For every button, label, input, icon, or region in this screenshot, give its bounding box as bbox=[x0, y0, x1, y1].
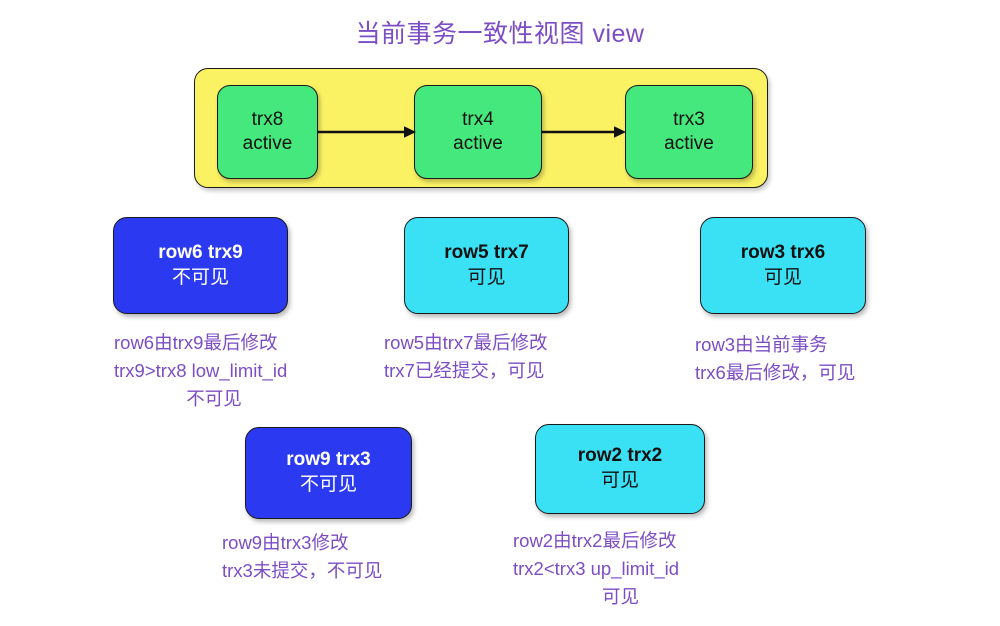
row-card-title: row9 trx3 bbox=[286, 449, 371, 471]
transaction-box-trx8: trx8 active bbox=[217, 85, 318, 179]
transaction-box-trx4: trx4 active bbox=[414, 85, 542, 179]
caption-line: 不可见 bbox=[186, 387, 242, 409]
row-card-row3: row3 trx6 可见 bbox=[700, 217, 866, 314]
row-card-visibility: 不可见 bbox=[171, 266, 229, 288]
caption-line: row3由当前事务 bbox=[695, 334, 828, 355]
caption-line: trx9>trx8 low_limit_id bbox=[114, 359, 288, 381]
transaction-id: trx4 bbox=[462, 108, 494, 130]
caption-line: row2由trx2最后修改 bbox=[513, 530, 677, 551]
caption-row2: row2由trx2最后修改 trx2<trx3 up_limit_id 可见 bbox=[513, 527, 728, 610]
caption-line: row9由trx3修改 bbox=[222, 532, 349, 553]
caption-line: 可见 bbox=[601, 585, 639, 607]
row-card-visibility: 不可见 bbox=[299, 474, 357, 495]
arrow-right-icon-trx4-trx3 bbox=[542, 126, 626, 138]
row-card-row5: row5 trx7 可见 bbox=[404, 217, 569, 314]
caption-line: row6由trx9最后修改 bbox=[114, 332, 278, 353]
row-card-row2: row2 trx2 可见 bbox=[535, 424, 705, 514]
page-title: 当前事务一致性视图 view bbox=[355, 20, 645, 48]
row-card-title: row5 trx7 bbox=[444, 241, 529, 263]
arrow-right-icon-trx8-trx4 bbox=[318, 126, 416, 138]
row-card-row9: row9 trx3 不可见 bbox=[245, 427, 412, 519]
caption-line: trx6最后修改，可见 bbox=[695, 361, 856, 383]
caption-row9: row9由trx3修改 trx3未提交，不可见 bbox=[222, 529, 442, 585]
caption-row3: row3由当前事务 trx6最后修改，可见 bbox=[695, 331, 915, 387]
transaction-id: trx3 bbox=[673, 108, 705, 130]
transaction-id: trx8 bbox=[251, 108, 284, 130]
row-card-visibility: 可见 bbox=[763, 266, 802, 288]
transaction-state: active bbox=[242, 133, 293, 154]
transaction-state: active bbox=[453, 133, 503, 154]
row-card-title: row2 trx2 bbox=[577, 445, 663, 467]
caption-line: trx2<trx3 up_limit_id bbox=[513, 557, 680, 579]
row-card-visibility: 可见 bbox=[600, 470, 639, 491]
caption-line: trx3未提交，不可见 bbox=[222, 559, 383, 581]
row-card-visibility: 可见 bbox=[467, 266, 506, 288]
row-card-title: row6 trx9 bbox=[158, 241, 243, 263]
caption-row5: row5由trx7最后修改 trx7已经提交，可见 bbox=[384, 329, 604, 385]
caption-row6: row6由trx9最后修改 trx9>trx8 low_limit_id 不可见 bbox=[114, 329, 314, 412]
transaction-box-trx3: trx3 active bbox=[625, 85, 753, 179]
row-card-row6: row6 trx9 不可见 bbox=[113, 217, 288, 314]
transaction-state: active bbox=[664, 133, 714, 154]
caption-line: trx7已经提交，可见 bbox=[384, 359, 545, 381]
row-card-title: row3 trx6 bbox=[740, 241, 826, 263]
caption-line: row5由trx7最后修改 bbox=[384, 332, 548, 353]
